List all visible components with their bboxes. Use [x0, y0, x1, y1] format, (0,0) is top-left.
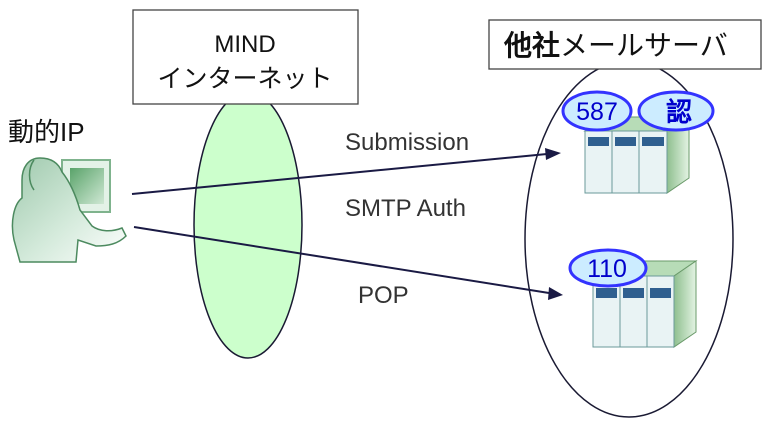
client-label: 動的IP [8, 117, 85, 147]
port-587-badge: 587 [561, 90, 633, 132]
pop-arrowhead [548, 287, 563, 300]
internet-cloud-ellipse [193, 91, 303, 359]
port-110-text: 110 [587, 255, 627, 283]
submission-arrowhead [545, 148, 561, 160]
mail-server-title-bold: 他社 [503, 30, 560, 61]
pop-label: POP [358, 282, 409, 309]
smtp-auth-label: SMTP Auth [345, 195, 466, 222]
network-label-line1: MIND [214, 31, 275, 58]
submission-arrow [131, 153, 548, 195]
mail-server-title: 他社メールサーバ [503, 30, 728, 61]
pop-arrow [133, 226, 550, 294]
mail-server-title-rest: メールサーバ [560, 30, 728, 61]
mail-server-title-box: 他社メールサーバ [488, 19, 762, 70]
port-110-badge: 110 [568, 248, 648, 288]
network-label-box: MIND インターネット [132, 9, 359, 105]
server-rack-icon-bottom [591, 260, 698, 348]
port-587-text: 587 [576, 98, 618, 126]
network-label-line2: インターネット [157, 65, 332, 93]
auth-badge-text: 認 [666, 97, 692, 127]
submission-label: Submission [345, 129, 469, 156]
person-at-computer-icon [11, 157, 127, 263]
auth-badge: 認 [637, 90, 715, 132]
